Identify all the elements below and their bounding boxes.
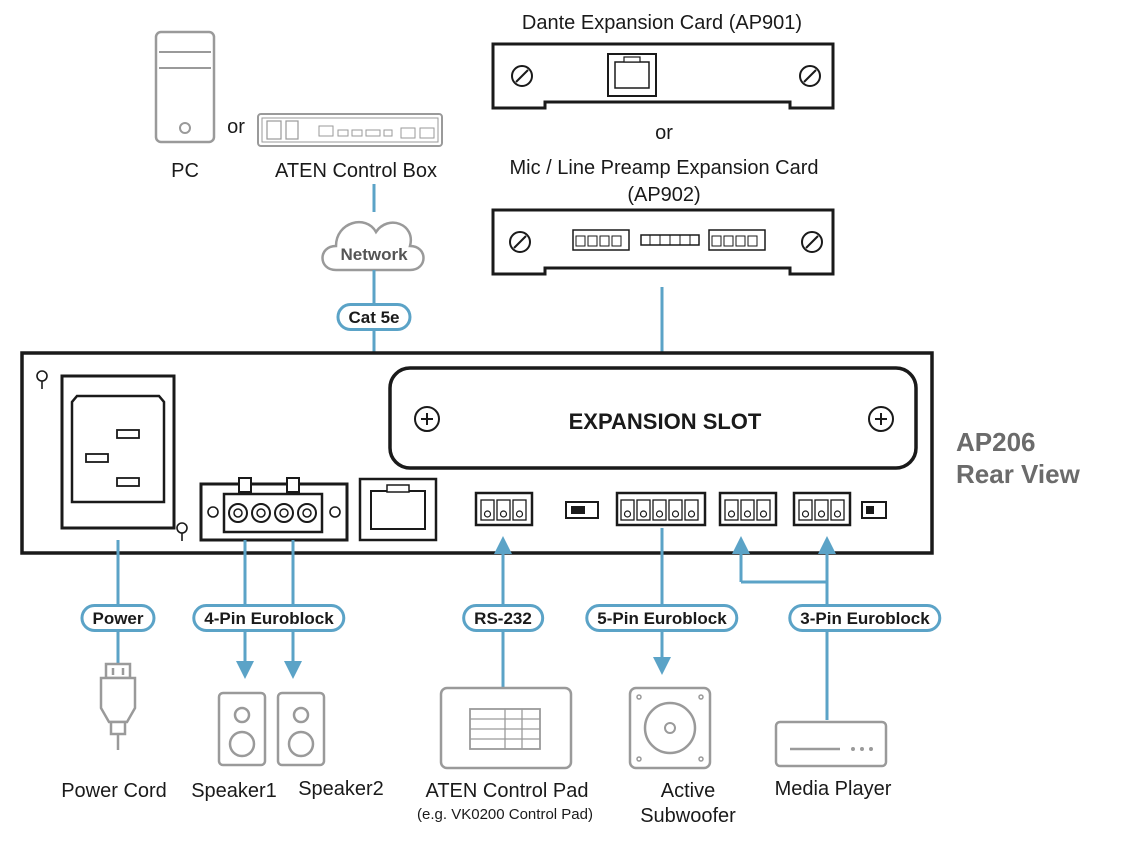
speaker2-icon — [276, 691, 326, 767]
control-pad-label: ATEN Control Pad — [425, 780, 589, 802]
subwoofer-icon — [628, 686, 712, 770]
rs232-terminal — [474, 491, 534, 527]
speaker1-icon — [217, 691, 267, 767]
network-cloud-icon — [321, 221, 425, 272]
power-inlet-icon — [60, 374, 176, 530]
rs232-pill: RS-232 — [462, 604, 544, 632]
preamp-card-icon — [491, 208, 835, 276]
rj45-port-icon — [358, 477, 438, 542]
three-pin-terminal-b — [792, 491, 852, 527]
pc-tower-icon — [154, 30, 216, 144]
dip-switch-icon — [565, 501, 599, 519]
five-pin-terminal — [615, 491, 707, 527]
control-box-icon — [257, 113, 443, 147]
view-name: Rear View — [956, 459, 1080, 489]
media-player-label: Media Player — [774, 778, 892, 800]
control-box-label: ATEN Control Box — [275, 160, 437, 182]
four-pin-pill: 4-Pin Euroblock — [192, 604, 346, 632]
power-pill: Power — [80, 604, 156, 632]
subwoofer-label-2: Subwoofer — [640, 805, 736, 827]
cat5e-pill: Cat 5e — [336, 303, 412, 331]
preamp-card-model: (AP902) — [627, 184, 701, 206]
pc-label: PC — [171, 160, 199, 182]
model-name: AP206 — [956, 427, 1036, 457]
dante-card-title: Dante Expansion Card (AP901) — [521, 12, 803, 34]
network-label: Network — [340, 245, 408, 264]
slot-screw-icon — [414, 406, 894, 432]
speaker-euroblock-connector — [199, 477, 349, 542]
expansion-slot — [388, 366, 918, 470]
three-pin-pill: 3-Pin Euroblock — [788, 604, 942, 632]
dip-switch-icon — [861, 501, 887, 519]
five-pin-pill: 5-Pin Euroblock — [585, 604, 739, 632]
speaker1-label: Speaker1 — [191, 780, 277, 802]
power-cord-label: Power Cord — [61, 780, 167, 802]
or-label: or — [227, 116, 245, 138]
preamp-card-title: Mic / Line Preamp Expansion Card — [509, 157, 819, 179]
dante-card-icon — [491, 42, 835, 110]
control-pad-icon — [439, 686, 573, 770]
model-label: AP206 Rear View — [956, 426, 1080, 490]
three-pin-terminal-a — [718, 491, 778, 527]
control-pad-example: (e.g. VK0200 Control Pad) — [417, 806, 593, 823]
expansion-slot-label: EXPANSION SLOT — [568, 409, 762, 434]
subwoofer-label-1: Active — [660, 780, 716, 802]
keyhole-icon — [36, 370, 188, 541]
or-label: or — [655, 122, 673, 144]
power-plug-icon — [99, 662, 137, 750]
speaker2-label: Speaker2 — [298, 778, 384, 800]
media-player-icon — [774, 720, 888, 768]
